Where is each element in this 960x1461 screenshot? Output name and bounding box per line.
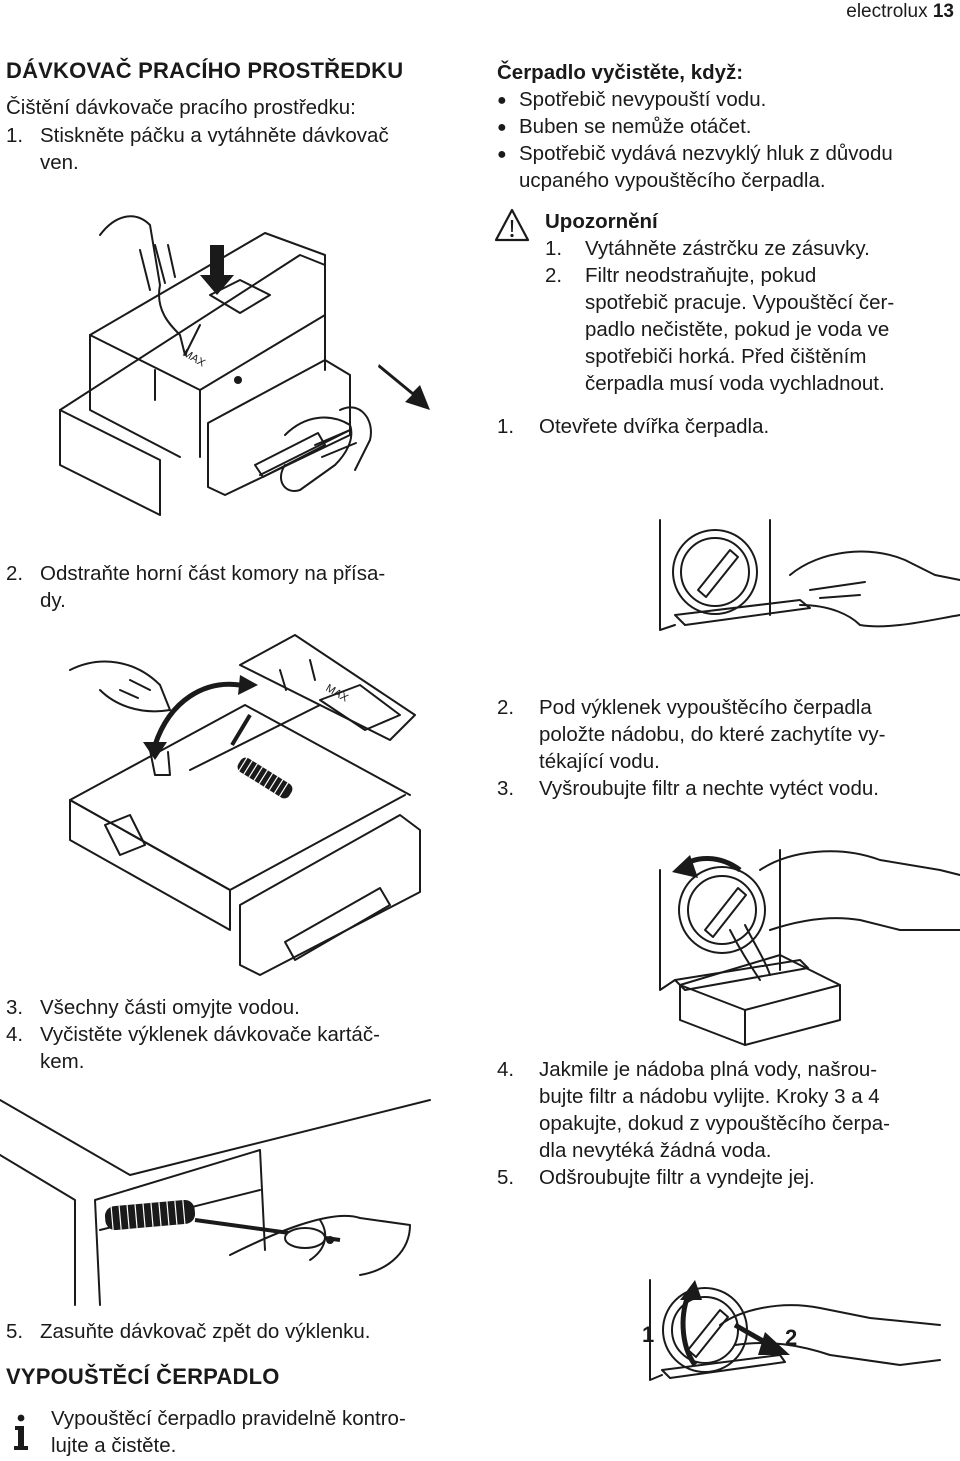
dispenser-top-removal-illustration: MAX xyxy=(60,630,440,990)
dispenser-heading: DÁVKOVAČ PRACÍHO PROSTŘEDKU xyxy=(6,58,404,83)
bullet-text: Buben se nemůže otáčet. xyxy=(519,115,752,138)
dispenser-step-3: 3. Všechny části omyjte vodou. xyxy=(6,994,300,1021)
pump-bullet-3-cont: ucpaného vypouštěcího čerpadla. xyxy=(519,169,826,192)
step-number: 5. xyxy=(6,1320,24,1343)
step-text: Jakmile je nádoba plná vody, našrou- xyxy=(539,1058,878,1081)
dispenser-step-4: 4. Vyčistěte výklenek dávkovače kartáč- xyxy=(6,1021,380,1048)
step-text: Vytáhněte zástrčku ze zásuvky. xyxy=(585,237,870,260)
step-number: 1. xyxy=(6,124,24,147)
pump-info-line1: Vypouštěcí čerpadlo pravidelně kontro- xyxy=(51,1407,406,1430)
step-text: Filtr neodstraňujte, pokud xyxy=(585,264,817,287)
info-icon xyxy=(14,1414,28,1450)
brand-name: electrolux xyxy=(846,1,928,22)
step-number: 3. xyxy=(6,996,24,1019)
pump-step-2-cont: položte nádobu, do které zachytíte vy- xyxy=(539,723,886,746)
dispenser-intro: Čištění dávkovače pracího prostředku: xyxy=(6,96,356,119)
pump-clean-when: Čerpadlo vyčistěte, když: xyxy=(497,61,744,84)
dispenser-step-1: 1. Stiskněte páčku a vytáhněte dávkovač xyxy=(6,122,389,149)
step-number: 2. xyxy=(6,562,24,585)
page-header: electrolux 13 xyxy=(846,0,954,24)
step-text: Vyšroubujte filtr a nechte vytéct vodu. xyxy=(539,777,879,800)
step-number: 4. xyxy=(6,1023,24,1046)
figure-label-2: 2 xyxy=(785,1325,797,1350)
step-text: Odšroubujte filtr a vyndejte jej. xyxy=(539,1166,815,1189)
pump-step-4-cont: dla nevytéká žádná voda. xyxy=(539,1139,772,1162)
figure-label-1: 1 xyxy=(642,1322,654,1347)
step-text: Všechny části omyjte vodou. xyxy=(40,996,300,1019)
pump-section-heading: VYPOUŠTĚCÍ ČERPADLO xyxy=(6,1364,280,1389)
step-text: Stiskněte páčku a vytáhněte dávkovač xyxy=(40,124,389,147)
step-number: 2. xyxy=(545,264,563,287)
pump-step-4: 4. Jakmile je nádoba plná vody, našrou- xyxy=(497,1056,877,1083)
dispenser-step-5: 5. Zasuňte dávkovač zpět do výklenku. xyxy=(6,1318,370,1345)
dispenser-step-2: 2. Odstraňte horní část komory na přísa- xyxy=(6,560,385,587)
page-number: 13 xyxy=(932,1,954,22)
pump-bullet-3: ● Spotřebič vydává nezvyklý hluk z důvodu xyxy=(497,140,893,168)
step-text: Zasuňte dávkovač zpět do výklenku. xyxy=(40,1320,371,1343)
max-label: MAX xyxy=(324,682,351,705)
step-number: 4. xyxy=(497,1058,515,1081)
step-number: 3. xyxy=(497,777,515,800)
step-number: 5. xyxy=(497,1166,515,1189)
dispenser-step-2-cont: dy. xyxy=(40,589,66,612)
pump-step-4-cont: opakujte, dokud z vypouštěcího čerpa- xyxy=(539,1112,890,1135)
pump-step-4-cont: bujte filtr a nádobu vylijte. Kroky 3 a … xyxy=(539,1085,880,1108)
warning-item-1: 1. Vytáhněte zástrčku ze zásuvky. xyxy=(545,235,870,262)
step-text: Otevřete dvířka čerpadla. xyxy=(539,415,770,438)
step-text: Vyčistěte výklenek dávkovače kartáč- xyxy=(40,1023,380,1046)
warning-item-2-cont: čerpadla musí voda vychladnout. xyxy=(585,372,885,395)
warning-title: Upozornění xyxy=(545,210,658,233)
pump-door-open-illustration xyxy=(660,520,960,670)
max-label: MAX xyxy=(181,347,208,370)
pump-filter-unscrew-illustration xyxy=(660,830,960,1045)
warning-item-2: 2. Filtr neodstraňujte, pokud xyxy=(545,262,816,289)
pump-info-line2: lujte a čistěte. xyxy=(51,1434,177,1457)
pump-step-2: 2. Pod výklenek vypouštěcího čerpadla xyxy=(497,694,872,721)
bullet-text: Spotřebič vydává nezvyklý hluk z důvodu xyxy=(519,142,893,165)
dispenser-step-1-cont: ven. xyxy=(40,151,79,174)
pump-step-3: 3. Vyšroubujte filtr a nechte vytéct vodu… xyxy=(497,775,879,802)
step-number: 1. xyxy=(497,415,515,438)
pump-bullet-1: ● Spotřebič nevypouští vodu. xyxy=(497,86,766,114)
bullet-dot-icon: ● xyxy=(497,146,507,163)
step-text: Pod výklenek vypouštěcího čerpadla xyxy=(539,696,872,719)
pump-step-5: 5. Odšroubujte filtr a vyndejte jej. xyxy=(497,1164,815,1191)
dispenser-step-4-cont: kem. xyxy=(40,1050,85,1073)
pump-bullet-2: ● Buben se nemůže otáčet. xyxy=(497,113,752,141)
warning-icon xyxy=(494,208,530,242)
bullet-dot-icon: ● xyxy=(497,92,507,109)
pump-step-2-cont: tékající vodu. xyxy=(539,750,660,773)
dispenser-pull-out-illustration: MAX xyxy=(60,195,430,545)
pump-step-1: 1. Otevřete dvířka čerpadla. xyxy=(497,413,769,440)
warning-item-2-cont: spotřebiči horká. Před čištěním xyxy=(585,345,867,368)
bullet-text: Spotřebič nevypouští vodu. xyxy=(519,88,767,111)
step-number: 2. xyxy=(497,696,515,719)
warning-item-2-cont: spotřebič pracuje. Vypouštěcí čer- xyxy=(585,291,895,314)
warning-item-2-cont: padlo nečistěte, pokud je voda ve xyxy=(585,318,890,341)
bullet-dot-icon: ● xyxy=(497,119,507,136)
recess-brush-cleaning-illustration xyxy=(0,1090,430,1305)
step-text: Odstraňte horní část komory na přísa- xyxy=(40,562,386,585)
step-number: 1. xyxy=(545,237,563,260)
pump-filter-remove-illustration: 1 2 xyxy=(642,1270,960,1440)
